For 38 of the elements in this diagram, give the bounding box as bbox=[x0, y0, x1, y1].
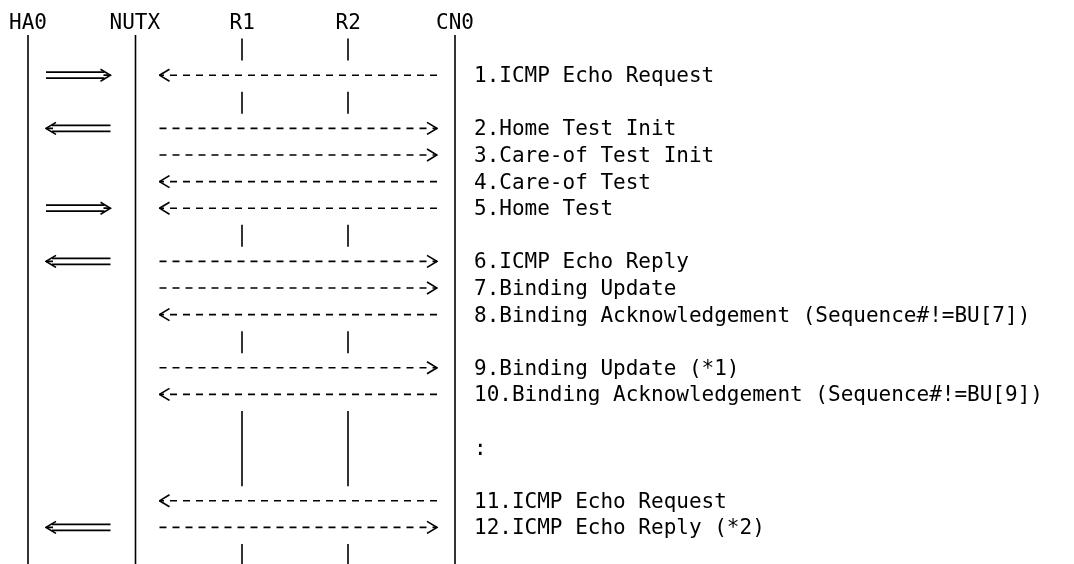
double-arrow bbox=[45, 201, 112, 215]
message-label: 8.Binding Acknowledgement (Sequence#!=BU[7]) bbox=[474, 302, 1031, 327]
participant-label: CN0 bbox=[436, 10, 474, 34]
message-label: 11.ICMP Echo Request bbox=[474, 488, 727, 513]
message-label: 1.ICMP Echo Request bbox=[474, 63, 715, 88]
message-label: 10.Binding Acknowledgement (Sequence#!=BU[9]) bbox=[474, 382, 1043, 407]
message-label: 3.Care-of Test Init bbox=[474, 143, 715, 167]
dashed-arrow bbox=[158, 68, 438, 82]
message-label: 2.Home Test Init bbox=[474, 116, 677, 141]
dashed-arrow bbox=[158, 254, 438, 269]
message-label: 5.Home Test bbox=[474, 196, 614, 221]
dashed-arrow bbox=[158, 494, 438, 508]
dashed-arrow bbox=[158, 121, 438, 136]
dashed-arrow bbox=[158, 148, 438, 162]
participant bbox=[9, 10, 47, 564]
double-arrow bbox=[45, 121, 112, 136]
dashed-arrow bbox=[158, 307, 438, 322]
dashed-arrow bbox=[158, 387, 438, 402]
participant-label: R2 bbox=[335, 10, 361, 34]
participant-label: HA0 bbox=[9, 10, 47, 34]
dashed-arrow bbox=[158, 281, 438, 295]
double-arrow bbox=[45, 520, 112, 535]
participant bbox=[109, 10, 161, 564]
dashed-arrow bbox=[158, 201, 438, 215]
double-arrow bbox=[45, 254, 112, 269]
dashed-arrow bbox=[158, 361, 438, 375]
participant-label: NUTX bbox=[109, 10, 161, 34]
participant-label: R1 bbox=[229, 10, 255, 34]
message-label: 6.ICMP Echo Reply bbox=[474, 249, 689, 274]
double-arrow bbox=[45, 68, 112, 82]
participant bbox=[436, 10, 474, 564]
dashed-arrow bbox=[158, 174, 438, 189]
message-label: 7.Binding Update bbox=[474, 276, 677, 300]
message-label: 12.ICMP Echo Reply (*2) bbox=[474, 515, 765, 540]
dashed-arrow bbox=[158, 520, 438, 535]
message-label: 4.Care-of Test bbox=[474, 169, 651, 194]
message-label: 9.Binding Update (*1) bbox=[474, 355, 740, 380]
ellipsis-note: : bbox=[474, 435, 487, 460]
